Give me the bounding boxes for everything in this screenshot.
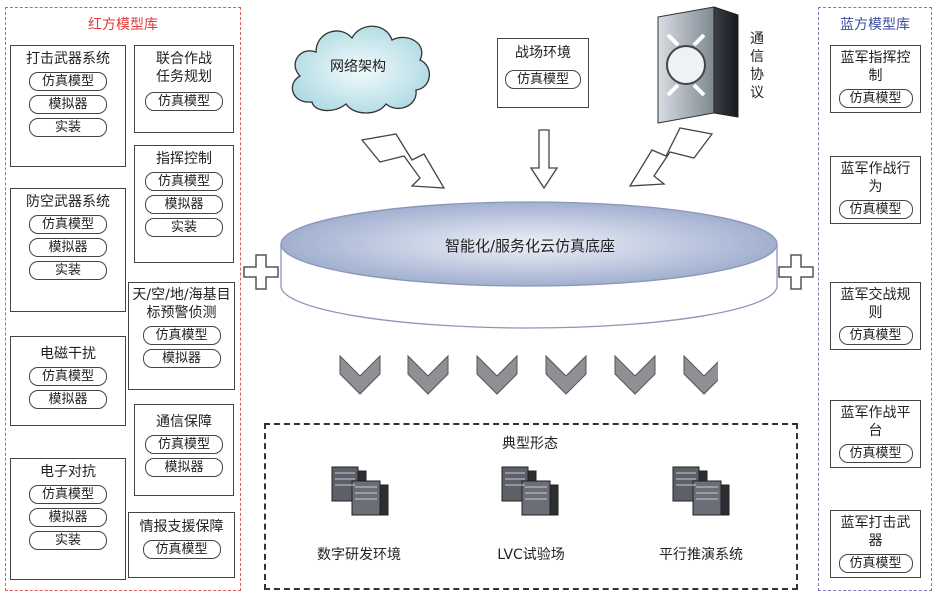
- red-library-title: 红方模型库: [88, 17, 158, 33]
- card-title: 防空武器系统: [26, 194, 110, 210]
- pill-sim-model: 仿真模型: [838, 554, 913, 573]
- pill-sim-model: 仿真模型: [29, 72, 107, 91]
- pill-sim-model: 仿真模型: [29, 367, 107, 386]
- card-command-control: 指挥控制 仿真模型 模拟器 实装: [134, 145, 234, 263]
- card-title: 联合作战任务规划: [156, 51, 212, 85]
- pill-simulator: 模拟器: [142, 349, 221, 368]
- card-blue-command: 蓝军指挥控制 仿真模型: [830, 45, 921, 113]
- pill-equipment: 实装: [29, 261, 107, 280]
- card-comm-support: 通信保障 仿真模型 模拟器: [134, 404, 234, 496]
- card-blue-strike: 蓝军打击武器 仿真模型: [830, 510, 921, 578]
- card-title: 电子对抗: [40, 464, 96, 480]
- card-title: 蓝军作战行为: [840, 161, 911, 195]
- server-rack-icon: [501, 466, 559, 516]
- network-architecture-label: 网络架构: [330, 59, 386, 75]
- card-title: 通信保障: [156, 414, 212, 430]
- blue-model-library: 蓝方模型库: [818, 7, 932, 591]
- card-title: 蓝军指挥控制: [840, 50, 911, 84]
- pill-sim-model: 仿真模型: [145, 435, 223, 454]
- chevron-down-icon: [614, 354, 656, 395]
- pill-simulator: 模拟器: [29, 390, 107, 409]
- cloud-platform-cylinder: [280, 201, 778, 329]
- arrow-icon: [360, 133, 446, 189]
- pill-sim-model: 仿真模型: [29, 485, 107, 504]
- card-intel-support: 情报支援保障 仿真模型: [128, 512, 235, 578]
- pill-sim-model: 仿真模型: [838, 444, 913, 463]
- arrow-icon: [628, 127, 714, 187]
- pill-sim-model: 仿真模型: [145, 172, 223, 191]
- protocol-label: 通信协议: [750, 31, 764, 101]
- pill-equipment: 实装: [145, 218, 223, 237]
- pill-equipment: 实装: [29, 531, 107, 550]
- card-blue-behavior: 蓝军作战行为 仿真模型: [830, 156, 921, 224]
- chevron-down-icon: [683, 354, 718, 395]
- chevron-down-icon: [476, 354, 518, 395]
- pill-equipment: 实装: [29, 118, 107, 137]
- pill-simulator: 模拟器: [29, 508, 107, 527]
- pill-sim-model: 仿真模型: [145, 92, 223, 111]
- card-title: 蓝军交战规则: [840, 287, 911, 321]
- card-electronic-warfare: 电子对抗 仿真模型 模拟器 实装: [10, 458, 126, 580]
- card-strike-weapon: 打击武器系统 仿真模型 模拟器 实装: [10, 45, 126, 167]
- card-title: 电磁干扰: [40, 346, 96, 362]
- arrow-icon: [529, 129, 559, 190]
- pill-sim-model: 仿真模型: [838, 200, 913, 219]
- blue-library-title: 蓝方模型库: [840, 17, 910, 33]
- server-rack-icon: [672, 466, 730, 516]
- pill-sim-model: 仿真模型: [838, 89, 913, 108]
- pill-simulator: 模拟器: [29, 95, 107, 114]
- red-model-library: 红方模型库: [5, 7, 241, 591]
- plus-icon: [243, 254, 279, 290]
- pill-simulator: 模拟器: [145, 458, 223, 477]
- typical-forms-title: 典型形态: [502, 436, 558, 452]
- form-lvc-range: LVC试验场: [497, 547, 565, 563]
- form-digital-rd: 数字研发环境: [317, 547, 401, 563]
- pill-sim-model: 仿真模型: [505, 70, 581, 89]
- pill-sim-model: 仿真模型: [142, 326, 221, 345]
- pill-simulator: 模拟器: [145, 195, 223, 214]
- card-battlefield-env: 战场环境 仿真模型: [497, 38, 589, 108]
- router-icon: [657, 6, 739, 124]
- card-em-jamming: 电磁干扰 仿真模型 模拟器: [10, 336, 126, 426]
- card-early-warning: 天/空/地/海基目标预警侦测 仿真模型 模拟器: [128, 282, 235, 390]
- card-blue-rules: 蓝军交战规则 仿真模型: [830, 282, 921, 350]
- plus-icon: [778, 254, 814, 290]
- card-title: 天/空/地/海基目标预警侦测: [132, 287, 231, 321]
- card-title: 蓝军作战平台: [840, 405, 911, 439]
- platform-title: 智能化/服务化云仿真底座: [444, 237, 616, 255]
- chevron-down-icon: [407, 354, 449, 395]
- typical-forms-box: [264, 423, 798, 590]
- card-joint-planning: 联合作战任务规划 仿真模型: [134, 45, 234, 133]
- pill-simulator: 模拟器: [29, 238, 107, 257]
- pill-sim-model: 仿真模型: [838, 326, 913, 345]
- server-rack-icon: [331, 466, 389, 516]
- chevron-down-icon: [545, 354, 587, 395]
- cloud-icon: [291, 25, 430, 114]
- card-title: 指挥控制: [156, 151, 212, 167]
- pill-sim-model: 仿真模型: [29, 215, 107, 234]
- chevron-row: [339, 354, 718, 395]
- card-title: 打击武器系统: [26, 51, 110, 67]
- form-parallel-wargame: 平行推演系统: [659, 547, 743, 563]
- card-title: 情报支援保障: [139, 519, 224, 535]
- pill-sim-model: 仿真模型: [142, 540, 221, 559]
- card-title: 蓝军打击武器: [840, 515, 911, 549]
- chevron-down-icon: [339, 354, 381, 395]
- card-title: 战场环境: [515, 45, 571, 61]
- card-air-defense: 防空武器系统 仿真模型 模拟器 实装: [10, 188, 126, 312]
- card-blue-platform: 蓝军作战平台 仿真模型: [830, 400, 921, 468]
